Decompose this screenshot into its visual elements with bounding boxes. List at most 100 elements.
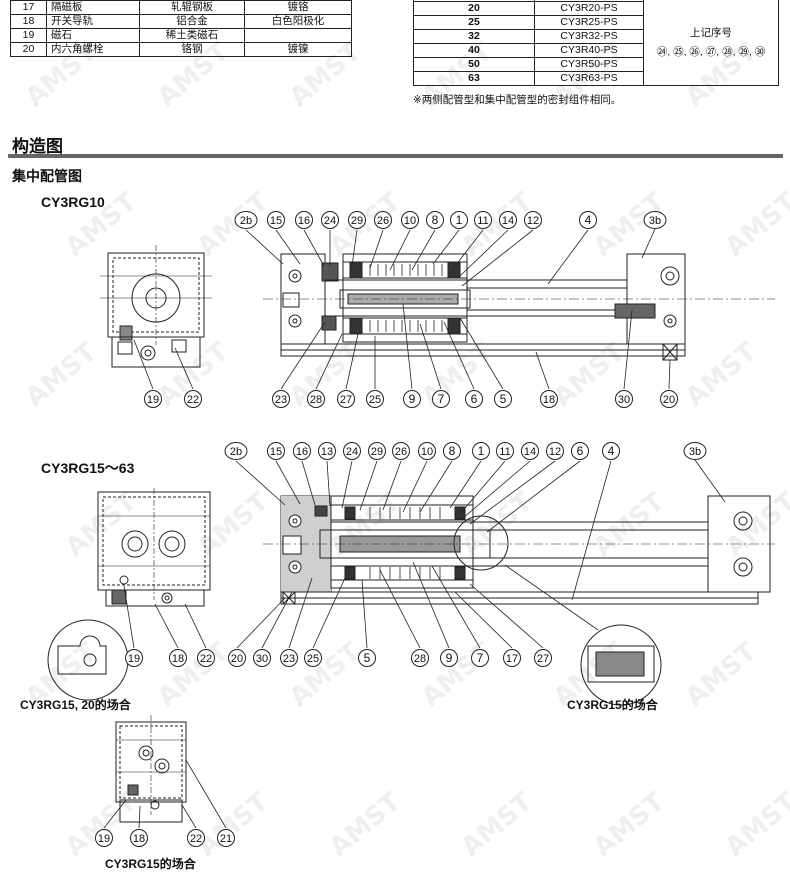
- callout-label: 1: [456, 213, 463, 227]
- callout-11: 11: [474, 211, 492, 229]
- callout-30: 30: [615, 390, 633, 408]
- cy3rg15-end-view: [47, 488, 211, 701]
- callout-28: 28: [307, 390, 325, 408]
- callout-11: 11: [496, 442, 514, 460]
- callout-label: 3b: [689, 446, 701, 458]
- callout-label: 6: [471, 392, 478, 406]
- callout-label: 20: [663, 394, 675, 406]
- callout-19: 19: [125, 649, 143, 667]
- callout-14: 14: [521, 442, 539, 460]
- callout-label: 10: [404, 215, 416, 227]
- callout-26: 26: [374, 211, 392, 229]
- callout-label: 5: [500, 392, 507, 406]
- callout-label: 19: [128, 653, 140, 665]
- section-subtitle: 集中配管图: [12, 168, 82, 184]
- callout-15: 15: [267, 442, 285, 460]
- callout-15: 15: [267, 211, 285, 229]
- callout-10: 10: [418, 442, 436, 460]
- caption-cy3rg15-bottom: CY3RG15的场合: [105, 857, 196, 871]
- callout-20: 20: [228, 649, 246, 667]
- callout-25: 25: [304, 649, 322, 667]
- callout-label: 27: [537, 653, 549, 665]
- callout-label: 13: [321, 446, 333, 458]
- callout-7: 7: [432, 390, 450, 408]
- callout-label: 4: [608, 444, 615, 458]
- callout-9: 9: [440, 649, 458, 667]
- callout-label: 30: [618, 394, 630, 406]
- callout-22: 22: [187, 829, 205, 847]
- callout-1: 1: [472, 442, 490, 460]
- cy3rg10-end-view: [100, 245, 212, 368]
- callout-label: 22: [187, 394, 199, 406]
- drawing-linework: [47, 228, 775, 829]
- callout-14: 14: [499, 211, 517, 229]
- callout-3b: 3b: [643, 211, 667, 229]
- callout-label: 26: [395, 446, 407, 458]
- callout-label: 15: [270, 446, 282, 458]
- table-row: 63 CY3R63-PS: [413, 71, 779, 86]
- contents-label: 上记序号: [690, 27, 732, 40]
- callout-label: 6: [577, 444, 584, 458]
- callout-30: 30: [253, 649, 271, 667]
- cy3rg15-section-view: [263, 495, 775, 706]
- callout-label: 29: [371, 446, 383, 458]
- callout-label: 1: [478, 444, 485, 458]
- callout-27: 27: [337, 390, 355, 408]
- callout-label: 20: [231, 653, 243, 665]
- callout-label: 17: [506, 653, 518, 665]
- callout-label: 12: [549, 446, 561, 458]
- callout-16: 16: [295, 211, 313, 229]
- seal-kit-table: 20 CY3R20-PS 上记序号 ㉔, ㉕, ㉖, ㉗, ㉘, ㉙, ㉚ 25…: [413, 0, 779, 86]
- table-row: 40 CY3R40-PS: [413, 43, 779, 58]
- callout-8: 8: [443, 442, 461, 460]
- section-title: 构造图: [12, 137, 63, 156]
- callout-label: 10: [421, 446, 433, 458]
- callout-label: 9: [409, 392, 416, 406]
- callout-label: 11: [477, 215, 488, 227]
- callout-6: 6: [465, 390, 483, 408]
- callout-label: 3b: [649, 215, 661, 227]
- callout-label: 7: [438, 392, 445, 406]
- callout-label: 7: [477, 651, 484, 665]
- callout-4: 4: [579, 211, 597, 229]
- callout-label: 2b: [230, 446, 242, 458]
- callout-29: 29: [348, 211, 366, 229]
- callout-23: 23: [272, 390, 290, 408]
- callout-22: 22: [184, 390, 202, 408]
- callout-label: 19: [147, 394, 159, 406]
- model-cy3rg15-63-title: CY3RG15～63: [41, 460, 135, 476]
- callout-9: 9: [403, 390, 421, 408]
- section-divider: [8, 154, 783, 158]
- callout-10: 10: [401, 211, 419, 229]
- seal-kit-note: ※两侧配管型和集中配管型的密封组件相同。: [413, 94, 622, 106]
- callout-label: 18: [543, 394, 555, 406]
- callout-label: 23: [283, 653, 295, 665]
- callout-label: 25: [307, 653, 319, 665]
- callout-1: 1: [450, 211, 468, 229]
- callout-label: 21: [220, 833, 232, 845]
- callout-29: 29: [368, 442, 386, 460]
- callout-label: 9: [446, 651, 453, 665]
- callout-label: 11: [499, 446, 510, 458]
- callout-label: 22: [200, 653, 212, 665]
- model-cy3rg10-title: CY3RG10: [41, 194, 105, 210]
- callout-18: 18: [130, 829, 148, 847]
- callout-18: 18: [169, 649, 187, 667]
- callout-label: 2b: [240, 215, 252, 227]
- callout-17: 17: [503, 649, 521, 667]
- callout-27: 27: [534, 649, 552, 667]
- callout-25: 25: [366, 390, 384, 408]
- callout-7: 7: [471, 649, 489, 667]
- callout-19: 19: [95, 829, 113, 847]
- callout-label: 24: [346, 446, 358, 458]
- callout-label: 15: [270, 215, 282, 227]
- callout-12: 12: [546, 442, 564, 460]
- callout-label: 19: [98, 833, 110, 845]
- callout-26: 26: [392, 442, 410, 460]
- callout-label: 28: [414, 653, 426, 665]
- table-row: 20 CY3R20-PS 上记序号 ㉔, ㉕, ㉖, ㉗, ㉘, ㉙, ㉚: [413, 1, 779, 86]
- callout-label: 8: [449, 444, 456, 458]
- callout-24: 24: [321, 211, 339, 229]
- callout-4: 4: [602, 442, 620, 460]
